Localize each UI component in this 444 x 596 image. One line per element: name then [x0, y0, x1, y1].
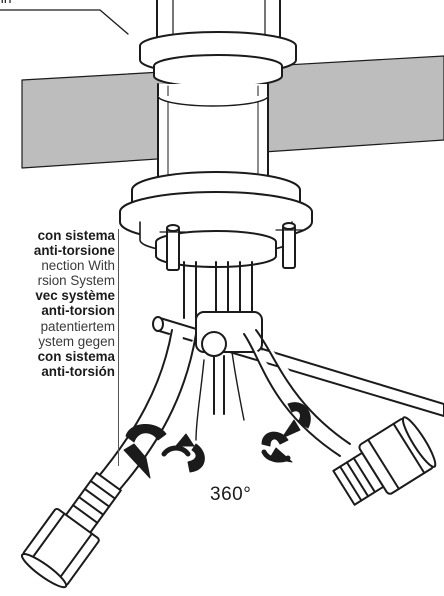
stabilizer-rod [153, 312, 444, 416]
caption-line: anti-torsion [41, 303, 115, 319]
caption-line: patentiertem [40, 318, 115, 334]
mounting-nut [120, 172, 312, 270]
center-stem [214, 356, 224, 414]
caption-line: ystem gegen [38, 333, 115, 349]
caption-line: con sistema [37, 228, 115, 243]
top-label: nn [0, 0, 12, 6]
supply-tubes [184, 262, 252, 318]
rotation-label: 360° [210, 484, 252, 505]
right-hose [232, 330, 440, 513]
rotation-arrow-icon [262, 432, 292, 462]
caption-line: con sistema [37, 348, 115, 364]
left-hose-fitting [19, 466, 131, 592]
rotation-arrow-icon [124, 424, 166, 478]
caption-line: anti-torsión [41, 363, 115, 379]
anti-torsion-caption: con sistema anti-torsione nection With r… [0, 228, 115, 379]
caption-line: vec système [35, 288, 115, 304]
faucet-body [140, 0, 296, 87]
callout-divider [118, 229, 119, 466]
caption-line: rsion System [37, 273, 115, 289]
caption-line: nection With [41, 258, 115, 274]
rotation-arrow-icon [282, 403, 310, 438]
leader-line [0, 10, 128, 34]
right-hose-fitting [329, 414, 439, 513]
rotation-arrow-icon [164, 434, 204, 472]
caption-line: anti-torsione [33, 243, 115, 259]
